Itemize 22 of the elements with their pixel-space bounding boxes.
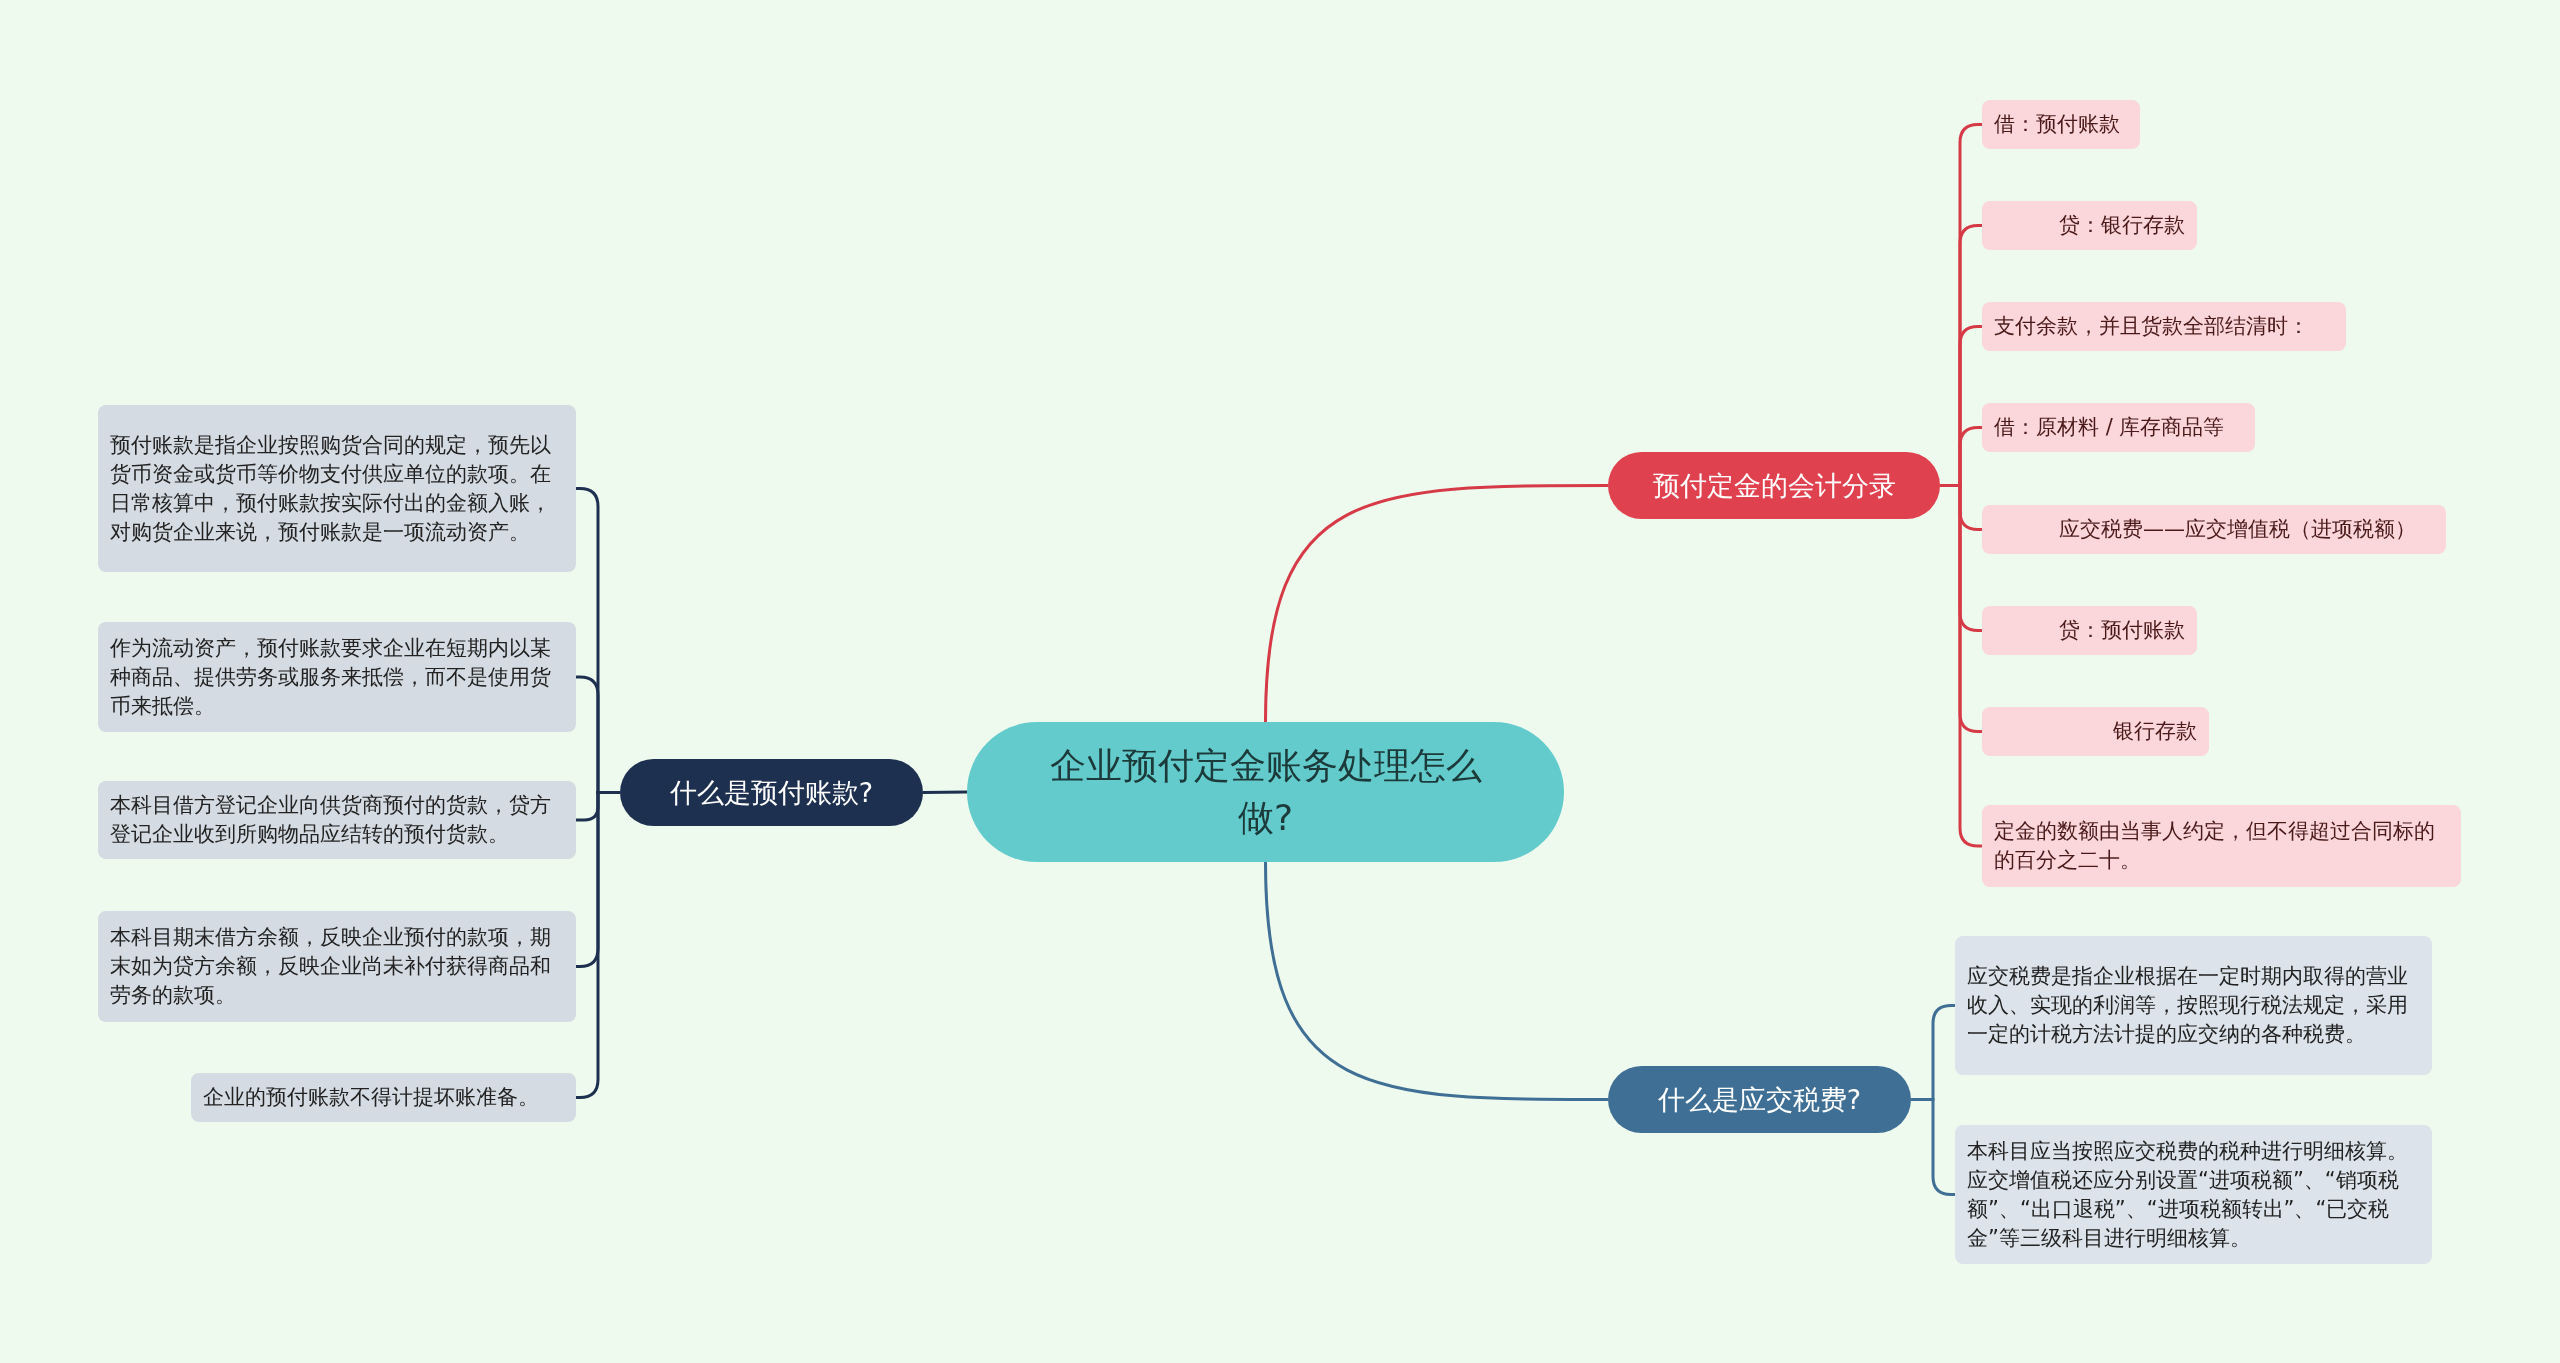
note-card: 企业的预付账款不得计提坏账准备。: [191, 1073, 576, 1122]
note-card: 作为流动资产，预付账款要求企业在短期内以某种商品、提供劳务或服务来抵偿，而不是使用货币来抵偿。: [98, 622, 576, 732]
connector-line: [1264, 861, 1608, 1101]
entry-card: 借：预付账款: [1982, 100, 2140, 149]
entry-card: 定金的数额由当事人约定，但不得超过合同标的的百分之二十。: [1982, 805, 2461, 887]
connector-line: [1264, 484, 1608, 723]
central-topic: 企业预付定金账务处理怎么做?: [967, 722, 1564, 862]
note-card: 预付账款是指企业按照购货合同的规定，预先以货币资金或货币等价物支付供应单位的款项。在日常核算中，预付账款按实际付出的金额入账，对购货企业来说，预付账款是一项流动资产。: [98, 405, 576, 572]
entry-card: 贷：预付账款: [1982, 606, 2197, 655]
entry-card: 借：原材料 / 库存商品等: [1982, 403, 2255, 452]
note-card: 本科目借方登记企业向供货商预付的货款，贷方登记企业收到所购物品应结转的预付货款。: [98, 781, 576, 859]
entry-card: 贷：银行存款: [1982, 201, 2197, 250]
branch-topic: 什么是预付账款?: [620, 759, 923, 826]
branch-topic: 什么是应交税费?: [1608, 1066, 1911, 1133]
entry-card: 银行存款: [1982, 707, 2209, 756]
note-card: 本科目应当按照应交税费的税种进行明细核算。应交增值税还应分别设置“进项税额”、“销项税额”、“出口退税”、“进项税额转出”、“已交税金”等三级科目进行明细核算。: [1955, 1125, 2432, 1264]
note-card: 本科目期末借方余额，反映企业预付的款项，期末如为贷方余额，反映企业尚未补付获得商品和劳务的款项。: [98, 911, 576, 1022]
connector-line: [923, 790, 967, 794]
note-card: 应交税费是指企业根据在一定时期内取得的营业收入、实现的利润等，按照现行税法规定，采用一定的计税方法计提的应交纳的各种税费。: [1955, 936, 2432, 1075]
branch-topic: 预付定金的会计分录: [1608, 452, 1940, 519]
entry-card: 支付余款，并且货款全部结清时：: [1982, 302, 2346, 351]
entry-card: 应交税费——应交增值税（进项税额）: [1982, 505, 2446, 554]
